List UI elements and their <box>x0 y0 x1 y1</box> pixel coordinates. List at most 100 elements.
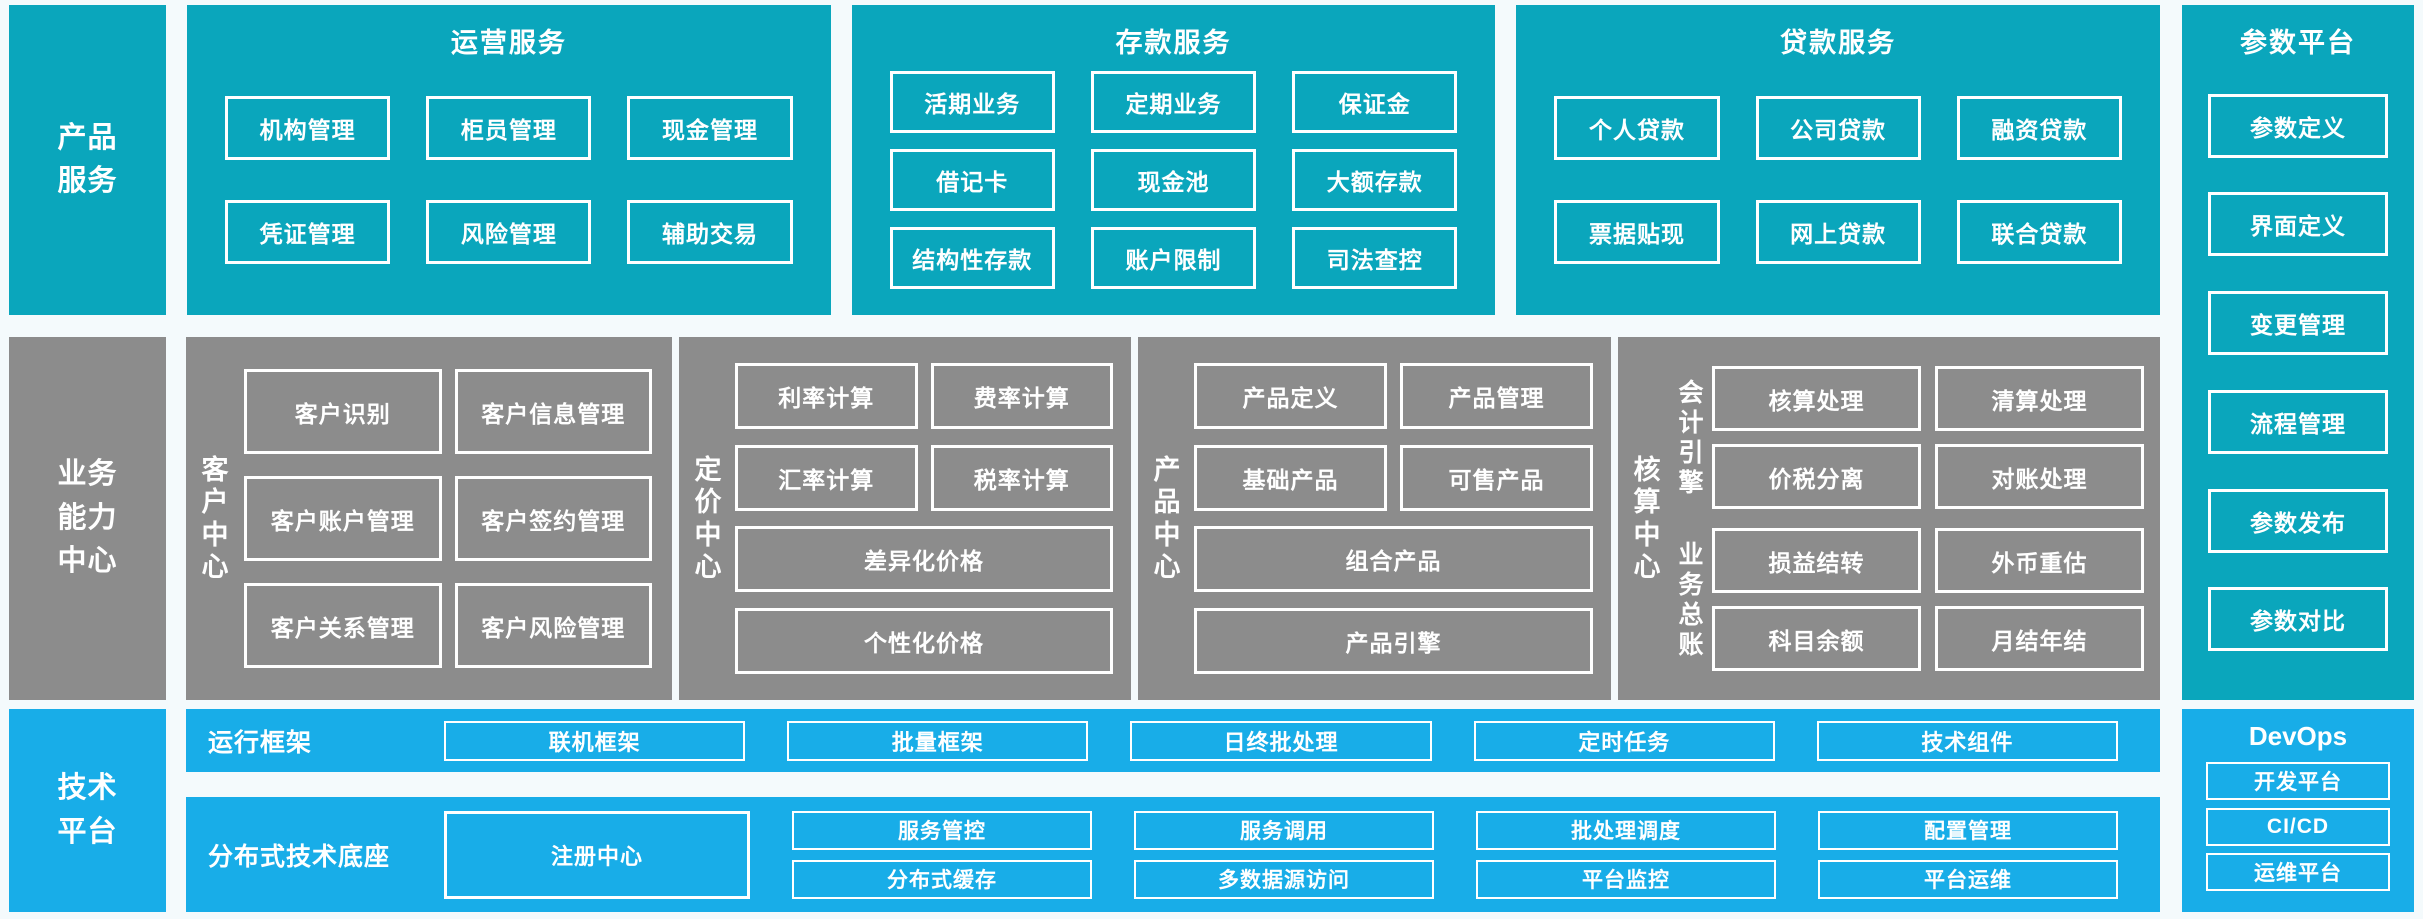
accounting-box: 核算处理 <box>1712 366 1921 431</box>
rail-tech-platform-label: 技术平台 <box>57 772 118 848</box>
business-ledger-grid: 损益结转 外币重估 科目余额 月结年结 <box>1712 528 2146 671</box>
rail-business-capability: 业务能力中心 <box>9 337 166 700</box>
section-operations-services: 运营服务 机构管理 柜员管理 现金管理 凭证管理 风险管理 辅助交易 <box>187 5 831 315</box>
loan-box: 个人贷款 <box>1554 95 1720 160</box>
product-box: 产品定义 <box>1194 362 1387 429</box>
accounting-center-label-wrap: 核算中心 <box>1624 347 1670 690</box>
devops-title: DevOps <box>2248 721 2348 751</box>
loan-grid: 个人贷款 公司贷款 融资贷款 票据贴现 网上贷款 联合贷款 <box>1516 55 2160 315</box>
deposit-box: 大额存款 <box>1292 149 1458 211</box>
ledger-box: 科目余额 <box>1712 606 1921 671</box>
accounting-groups: 会计引擎 核算处理 清算处理 价税分离 对账处理 业务总账 <box>1670 347 2146 690</box>
distributed-box: 平台运维 <box>1818 859 2118 899</box>
deposit-box: 定期业务 <box>1090 71 1257 133</box>
deposit-grid: 活期业务 定期业务 保证金 借记卡 现金池 大额存款 结构性存款 账户限制 司法… <box>852 55 1496 315</box>
runtime-box: 联机框架 <box>444 720 746 761</box>
parameter-box: 参数对比 <box>2208 587 2388 652</box>
runtime-box: 技术组件 <box>1816 720 2119 761</box>
devops-items: 开发平台 CI/CD 运维平台 <box>2182 753 2414 912</box>
customer-box: 客户识别 <box>244 369 442 454</box>
customer-box: 客户信息管理 <box>454 369 652 454</box>
tech-platform-band: 技术平台 运行框架 联机框架 批量框架 日终批处理 定时任务 技术组件 分布式技… <box>9 709 2160 912</box>
devops-box: CI/CD <box>2206 807 2390 846</box>
product-center-label: 产品中心 <box>1153 454 1181 582</box>
accounting-engine-label: 会计引擎 <box>1678 378 1704 497</box>
operations-title: 运营服务 <box>450 28 567 58</box>
deposit-box: 活期业务 <box>889 71 1055 133</box>
pricing-box: 利率计算 <box>735 362 918 429</box>
operations-grid: 机构管理 柜员管理 现金管理 凭证管理 风险管理 辅助交易 <box>187 55 831 315</box>
distributed-stack: 配置管理 平台运维 <box>1818 810 2118 899</box>
customer-box: 客户账户管理 <box>244 476 442 561</box>
loan-title: 贷款服务 <box>1780 28 1897 58</box>
distributed-base-boxes: 注册中心 服务管控 分布式缓存 服务调用 多数据源访问 批处理调度 平台监控 <box>444 810 2160 899</box>
accounting-engine-grid: 核算处理 清算处理 价税分离 对账处理 <box>1712 366 2146 509</box>
deposit-box: 借记卡 <box>889 149 1055 211</box>
business-ledger-label-wrap: 业务总账 <box>1670 528 1712 671</box>
customer-center-label-wrap: 客户中心 <box>192 347 238 690</box>
distributed-box: 多数据源访问 <box>1134 859 1434 899</box>
distributed-base-label: 分布式技术底座 <box>208 842 391 871</box>
loan-box: 公司贷款 <box>1755 95 1921 160</box>
runtime-framework-boxes: 联机框架 批量框架 日终批处理 定时任务 技术组件 <box>444 720 2160 761</box>
ledger-box: 月结年结 <box>1935 606 2144 671</box>
parameter-box: 流程管理 <box>2208 389 2388 454</box>
pricing-box-wide: 差异化价格 <box>735 526 1113 593</box>
pricing-box: 汇率计算 <box>735 444 918 511</box>
distributed-box: 分布式缓存 <box>792 859 1092 899</box>
pricing-box-wide: 个性化价格 <box>735 608 1113 675</box>
section-loan-services: 贷款服务 个人贷款 公司贷款 融资贷款 票据贴现 网上贷款 联合贷款 <box>1516 5 2161 315</box>
accounting-engine-label-wrap: 会计引擎 <box>1670 366 1712 509</box>
operations-box: 风险管理 <box>426 200 592 265</box>
runtime-box: 定时任务 <box>1473 720 1775 761</box>
tech-platform-rows: 运行框架 联机框架 批量框架 日终批处理 定时任务 技术组件 分布式技术底座 注… <box>186 709 2160 912</box>
pricing-box: 费率计算 <box>930 362 1113 429</box>
distributed-box: 配置管理 <box>1818 810 2118 850</box>
section-devops: DevOps 开发平台 CI/CD 运维平台 <box>2182 709 2414 912</box>
deposit-title: 存款服务 <box>1115 28 1232 58</box>
accounting-box: 清算处理 <box>1935 366 2144 431</box>
distributed-box: 批处理调度 <box>1476 810 1776 850</box>
ledger-box: 外币重估 <box>1935 528 2144 593</box>
deposit-box: 账户限制 <box>1090 227 1257 289</box>
accounting-engine-group: 会计引擎 核算处理 清算处理 价税分离 对账处理 <box>1670 366 2146 509</box>
pricing-center-label: 定价中心 <box>694 454 722 582</box>
parameter-box: 变更管理 <box>2208 291 2388 356</box>
operations-box: 柜员管理 <box>426 95 592 160</box>
loan-box: 联合贷款 <box>1956 200 2122 265</box>
distributed-box: 平台监控 <box>1476 859 1776 899</box>
rail-business-capability-label: 业务能力中心 <box>57 458 118 578</box>
business-capability-band: 业务能力中心 客户中心 客户识别 客户信息管理 客户账户管理 客户签约管理 客户… <box>9 337 2160 700</box>
product-services-band: 产品服务 运营服务 机构管理 柜员管理 现金管理 凭证管理 风险管理 辅助交易 … <box>9 5 2161 315</box>
rail-tech-platform: 技术平台 <box>9 709 166 912</box>
main-column: 产品服务 运营服务 机构管理 柜员管理 现金管理 凭证管理 风险管理 辅助交易 … <box>9 5 2161 912</box>
product-box: 可售产品 <box>1400 444 1593 511</box>
parameter-box: 界面定义 <box>2208 192 2388 257</box>
ledger-box: 损益结转 <box>1712 528 1921 593</box>
loan-box: 网上贷款 <box>1755 200 1921 265</box>
distributed-stack: 服务调用 多数据源访问 <box>1134 810 1434 899</box>
registry-center-box: 注册中心 <box>444 810 750 899</box>
parameter-platform-items: 参数定义 界面定义 变更管理 流程管理 参数发布 参数对比 <box>2182 55 2414 700</box>
operations-box: 凭证管理 <box>225 200 391 265</box>
business-ledger-label: 业务总账 <box>1678 540 1704 659</box>
deposit-box: 司法查控 <box>1292 227 1458 289</box>
operations-box: 辅助交易 <box>627 200 793 265</box>
runtime-framework-row: 运行框架 联机框架 批量框架 日终批处理 定时任务 技术组件 <box>186 709 2160 772</box>
deposit-box: 结构性存款 <box>889 227 1055 289</box>
product-grid: 产品定义 产品管理 基础产品 可售产品 组合产品 产品引擎 <box>1190 347 1597 690</box>
operations-box: 机构管理 <box>225 95 391 160</box>
distributed-base-row: 分布式技术底座 注册中心 服务管控 分布式缓存 服务调用 多数据源访问 批处理调… <box>186 797 2160 912</box>
section-deposit-services: 存款服务 活期业务 定期业务 保证金 借记卡 现金池 大额存款 结构性存款 账户… <box>851 5 1496 315</box>
business-ledger-group: 业务总账 损益结转 外币重估 科目余额 月结年结 <box>1670 528 2146 671</box>
devops-box: 运维平台 <box>2206 852 2390 891</box>
accounting-box: 价税分离 <box>1712 444 1921 509</box>
distributed-stack: 批处理调度 平台监控 <box>1476 810 1776 899</box>
parameter-platform-title: 参数平台 <box>2240 28 2356 58</box>
pricing-box: 税率计算 <box>930 444 1113 511</box>
section-pricing-center: 定价中心 利率计算 费率计算 汇率计算 税率计算 差异化价格 个性化价格 <box>679 337 1131 700</box>
customer-box: 客户风险管理 <box>454 583 652 668</box>
parameter-box: 参数发布 <box>2208 488 2388 553</box>
pricing-grid: 利率计算 费率计算 汇率计算 税率计算 差异化价格 个性化价格 <box>731 347 1117 690</box>
